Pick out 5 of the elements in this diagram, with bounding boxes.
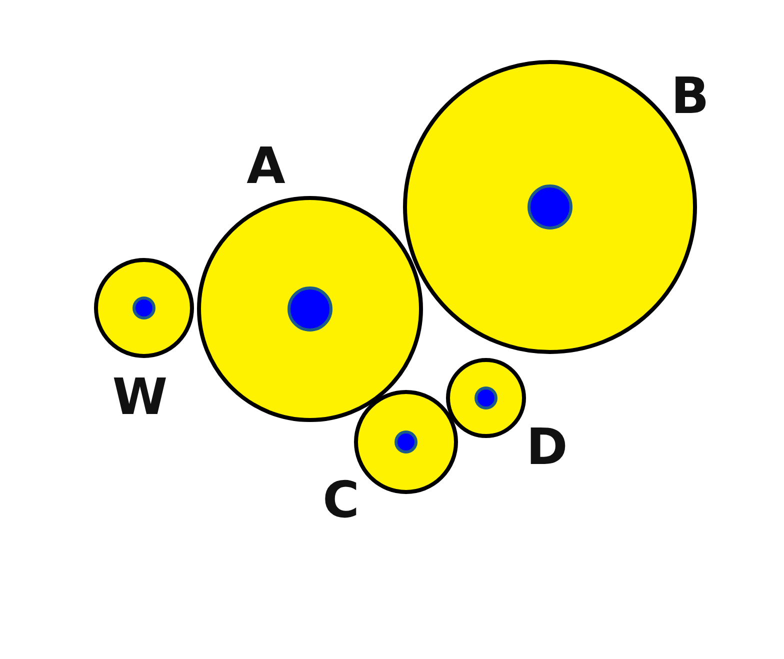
gear-label: C: [322, 475, 360, 525]
gear-label: A: [246, 141, 286, 191]
gear-label: W: [112, 372, 168, 422]
gear-label: D: [526, 422, 568, 472]
gear-label: B: [670, 71, 710, 121]
